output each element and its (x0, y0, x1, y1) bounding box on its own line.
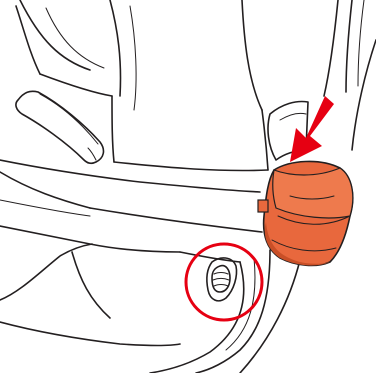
pillar-trim (324, 0, 376, 150)
buckle-cover (258, 161, 353, 265)
seat-side-frame (150, 250, 300, 373)
highlight-circle (186, 244, 262, 320)
lever-knob (207, 258, 237, 301)
armrest (16, 91, 104, 163)
direction-arrow (290, 96, 334, 162)
seat-back (16, 0, 268, 171)
seat-cushion (0, 160, 262, 346)
